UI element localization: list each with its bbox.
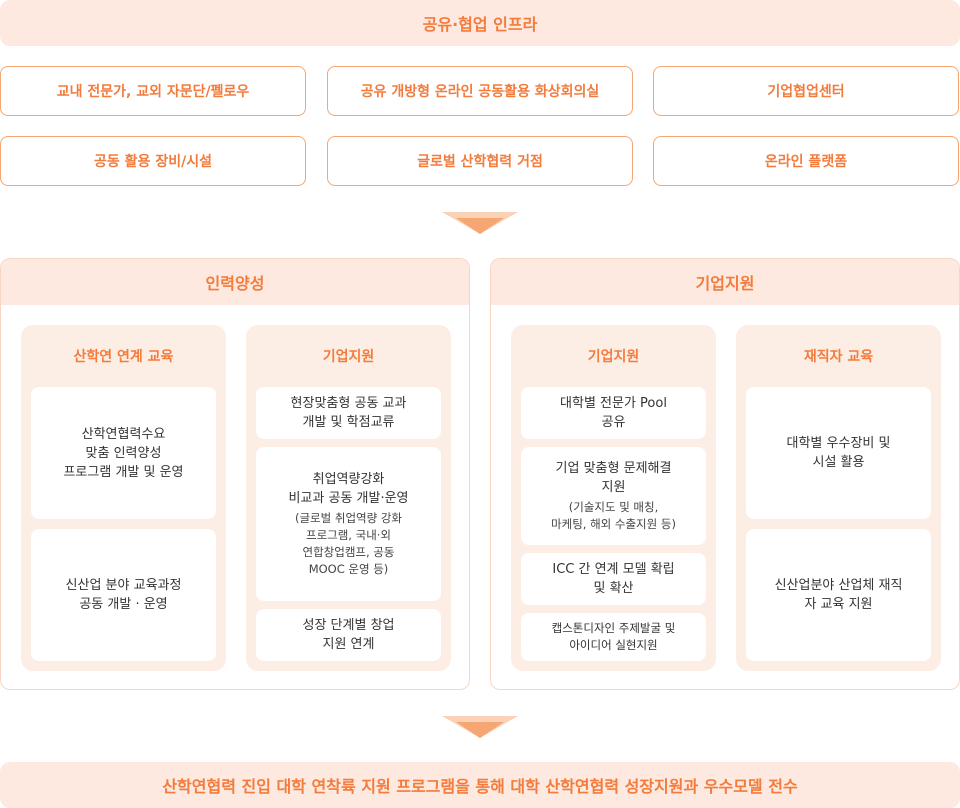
- enterprise-panel: 기업지원 기업지원 대학별 전문가 Pool 공유 기업 맞춤형 문제해결 지원…: [490, 258, 960, 690]
- box-subtext-line: 마케팅, 해외 수출지원 등): [551, 517, 676, 531]
- company-support-column: 기업지원 현장맞춤형 공동 교과 개발 및 학점교류 취업역량강화 비교과 공동…: [246, 325, 451, 671]
- down-arrow-icon: [442, 716, 518, 738]
- enterprise-panel-title: 기업지원: [491, 259, 959, 305]
- infra-item-label: 공유 개방형 온라인 공동활용 화상회의실: [360, 84, 600, 100]
- expert-pool-box: 대학별 전문가 Pool 공유: [521, 387, 706, 439]
- talent-panel: 인력양성 산학연 연계 교육 산학연협력수요 맞춤 인력양성 프로그램 개발 및…: [0, 258, 470, 690]
- box-subtext-line: (기술지도 및 매칭,: [568, 500, 659, 514]
- infra-item-video-conference: 공유 개방형 온라인 공동활용 화상회의실: [327, 66, 633, 116]
- industry-education-column: 산학연 연계 교육 산학연협력수요 맞춤 인력양성 프로그램 개발 및 운영 신…: [21, 325, 226, 671]
- down-arrow-icon: [442, 212, 518, 234]
- box-text: 비교과 공동 개발·운영: [288, 491, 409, 506]
- box-text: 신산업분야 산업체 재직: [774, 578, 903, 593]
- box-subtext-line: MOOC 운영 등): [308, 562, 389, 576]
- box-text: 캡스톤디자인 주제발굴 및: [551, 621, 676, 635]
- infra-item-equipment: 공동 활용 장비/시설: [0, 136, 306, 186]
- box-text: 공유: [601, 415, 626, 430]
- infra-item-online-platform: 온라인 플랫폼: [653, 136, 959, 186]
- box-text: 성장 단계별 창업: [302, 618, 395, 633]
- box-text: 지원: [601, 480, 626, 495]
- problem-solving-box: 기업 맞춤형 문제해결 지원 (기술지도 및 매칭, 마케팅, 해외 수출지원 …: [521, 447, 706, 545]
- column-title: 기업지원: [587, 349, 640, 365]
- box-text: ICC 간 연계 모델 확립: [552, 562, 675, 577]
- talent-panel-title: 인력양성: [1, 259, 469, 305]
- credit-exchange-box: 현장맞춤형 공동 교과 개발 및 학점교류: [256, 387, 441, 439]
- box-subtext: (글로벌 취업역량 강화 프로그램, 국내·외 연합창업캠프, 공동 MOOC …: [295, 510, 402, 578]
- infra-item-label: 공동 활용 장비/시설: [94, 154, 212, 170]
- box-text: 및 확산: [593, 581, 634, 596]
- box-text: 개발 및 학점교류: [302, 415, 395, 430]
- employee-training-box: 신산업분야 산업체 재직 자 교육 지원: [746, 529, 931, 661]
- box-subtext-line: 연합창업캠프, 공동: [302, 545, 395, 559]
- box-text: 자 교육 지원: [804, 597, 873, 612]
- box-text: 산학연협력수요: [81, 426, 166, 442]
- box-text: 현장맞춤형 공동 교과: [290, 396, 407, 411]
- box-text: 시설 활용: [812, 455, 865, 470]
- infra-item-label: 기업협업센터: [767, 84, 845, 100]
- box-text: 대학별 우수장비 및: [786, 436, 891, 451]
- program-box: 산학연협력수요 맞춤 인력양성 프로그램 개발 및 운영: [31, 387, 216, 519]
- capstone-box: 캡스톤디자인 주제발굴 및 아이디어 실현지원: [521, 613, 706, 661]
- box-text: 맞춤 인력양성: [85, 445, 162, 461]
- infra-item-global-hub: 글로벌 산학협력 거점: [327, 136, 633, 186]
- infra-item-label: 온라인 플랫폼: [764, 154, 848, 170]
- box-subtext-line: 프로그램, 국내·외: [305, 528, 392, 542]
- column-title: 산학연 연계 교육: [73, 349, 174, 365]
- infra-header: 공유·협업 인프라: [0, 0, 960, 46]
- box-subtext-line: (글로벌 취업역량 강화: [294, 511, 403, 525]
- curriculum-box: 신산업 분야 교육과정 공동 개발 · 운영: [31, 529, 216, 661]
- box-text: 취업역량강화: [312, 472, 385, 487]
- box-text: 기업 맞춤형 문제해결: [555, 461, 672, 476]
- box-text: 지원 연계: [322, 637, 375, 652]
- box-text: 신산업 분야 교육과정: [65, 578, 182, 593]
- box-text: 대학별 전문가 Pool: [560, 396, 667, 411]
- outcome-banner: 산학연협력 진입 대학 연착륙 지원 프로그램을 통해 대학 산학연협력 성장지…: [0, 762, 960, 808]
- startup-box: 성장 단계별 창업 지원 연계: [256, 609, 441, 661]
- box-text: 아이디어 실현지원: [569, 638, 658, 652]
- outcome-text: 산학연협력 진입 대학 연착륙 지원 프로그램을 통해 대학 산학연협력 성장지…: [162, 777, 798, 796]
- infra-item-label: 글로벌 산학협력 거점: [417, 154, 543, 170]
- enterprise-support-column: 기업지원 대학별 전문가 Pool 공유 기업 맞춤형 문제해결 지원 (기술지…: [511, 325, 716, 671]
- column-title: 재직자 교육: [803, 349, 874, 365]
- infra-item-experts: 교내 전문가, 교외 자문단/펠로우: [0, 66, 306, 116]
- infra-title: 공유·협업 인프라: [422, 15, 538, 34]
- column-title: 기업지원: [322, 349, 375, 365]
- infra-item-label: 교내 전문가, 교외 자문단/펠로우: [56, 84, 250, 100]
- icc-model-box: ICC 간 연계 모델 확립 및 확산: [521, 553, 706, 605]
- box-text: 프로그램 개발 및 운영: [63, 464, 184, 480]
- equipment-usage-box: 대학별 우수장비 및 시설 활용: [746, 387, 931, 519]
- infra-item-collab-center: 기업협업센터: [653, 66, 959, 116]
- employee-education-column: 재직자 교육 대학별 우수장비 및 시설 활용 신산업분야 산업체 재직 자 교…: [736, 325, 941, 671]
- box-text: 공동 개발 · 운영: [79, 597, 168, 612]
- box-subtext: (기술지도 및 매칭, 마케팅, 해외 수출지원 등): [551, 499, 676, 533]
- employability-box: 취업역량강화 비교과 공동 개발·운영 (글로벌 취업역량 강화 프로그램, 국…: [256, 447, 441, 601]
